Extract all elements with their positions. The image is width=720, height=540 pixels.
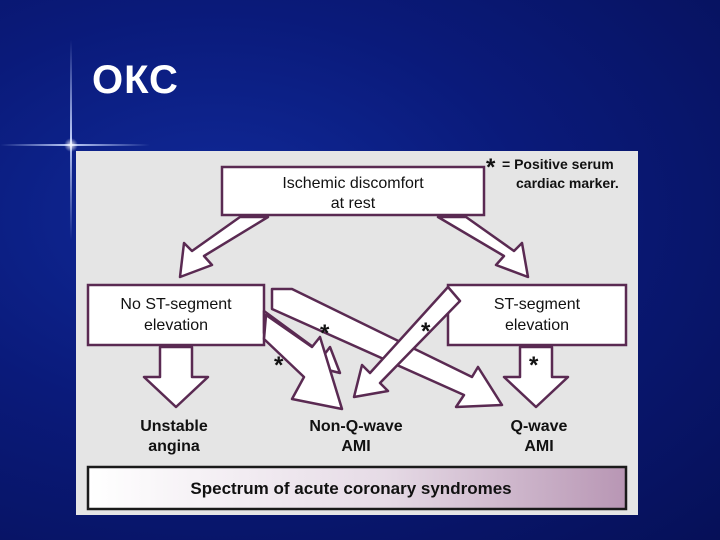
node-no-st-elevation-box xyxy=(86,283,266,347)
outcome-q-wave-line1: Q-wave xyxy=(511,418,568,435)
node-st-elevation-line2: elevation xyxy=(505,317,569,334)
arrow-st-to-q-wave xyxy=(502,345,570,409)
sparkle-glow xyxy=(64,138,78,152)
slide-title: ОКС xyxy=(92,58,179,102)
legend-star-icon: * xyxy=(486,154,496,181)
acs-flow-diagram: * = Positive serum cardiac marker. Ische… xyxy=(86,154,628,511)
arrow-no-st-to-unstable xyxy=(142,345,210,409)
node-st-elevation-box xyxy=(446,283,628,347)
arrow-no-st-to-non-q-wave-head xyxy=(262,313,344,411)
node-st-elevation-line1: ST-segment xyxy=(494,296,581,313)
node-ischemic-discomfort-line2: at rest xyxy=(331,195,376,212)
legend-line-1: = Positive serum xyxy=(502,156,614,172)
arrow-no-st-to-q-wave xyxy=(270,287,504,409)
outcome-non-q-wave-line1: Non-Q-wave xyxy=(309,418,402,435)
legend-line-2: cardiac marker. xyxy=(516,175,619,191)
diagram-panel: * = Positive serum cardiac marker. Ische… xyxy=(76,151,638,515)
node-no-st-elevation-line2: elevation xyxy=(144,317,208,334)
node-ischemic-discomfort-box xyxy=(220,165,486,217)
arrow-top-to-st xyxy=(436,215,530,279)
spectrum-banner-box xyxy=(86,465,628,511)
outcome-unstable-line1: Unstable xyxy=(140,418,208,435)
marker-star-left-down: * xyxy=(274,352,284,379)
marker-star-right-diagonal: * xyxy=(421,318,431,345)
outcome-unstable-line2: angina xyxy=(148,438,200,455)
outcome-non-q-wave-line2: AMI xyxy=(341,438,370,455)
arrow-top-to-no-st xyxy=(178,215,270,279)
spectrum-banner-text: Spectrum of acute coronary syndromes xyxy=(190,479,511,498)
node-no-st-elevation-line1: No ST-segment xyxy=(120,296,232,313)
outcome-q-wave-line2: AMI xyxy=(524,438,553,455)
arrow-st-to-non-q-wave xyxy=(352,285,462,399)
marker-star-left-diagonal: * xyxy=(320,320,330,347)
node-ischemic-discomfort-line1: Ischemic discomfort xyxy=(282,175,424,192)
marker-star-right-down: * xyxy=(529,352,539,379)
